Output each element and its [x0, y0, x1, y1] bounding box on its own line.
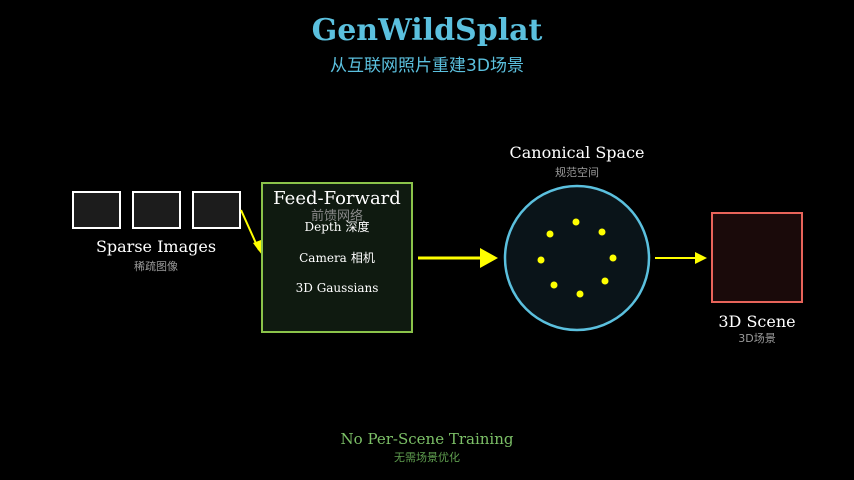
scene-frame [711, 212, 803, 303]
arrow-right-icon [240, 209, 262, 255]
canonical-space-label-zh: 规范空间 [555, 165, 599, 179]
canonical-space-label: Canonical Space [509, 143, 644, 162]
feed-forward-item: 3D Gaussians [296, 281, 379, 295]
gaussian-point [576, 290, 584, 298]
camera-label: Camera [299, 251, 347, 265]
feed-forward-item: Camera 相机 [299, 251, 375, 265]
gaussian-point [537, 256, 545, 264]
sparse-images-label: Sparse Images [96, 237, 216, 256]
canonical-space-group: Canonical Space 规范空间 [503, 143, 651, 332]
depth-label-zh: 深度 [345, 219, 369, 234]
feed-forward-title: Feed-Forward [273, 188, 401, 209]
gaussian-point [546, 230, 554, 238]
gaussian-point [572, 218, 580, 226]
gaussian-point [598, 228, 606, 236]
footer-note: No Per-Scene Training [341, 430, 514, 448]
sparse-images-label-zh: 稀疏图像 [134, 259, 178, 273]
gaussian-point [550, 281, 558, 289]
image-thumbnail [72, 191, 121, 229]
scene-label-zh: 3D场景 [738, 331, 775, 345]
scene-label: 3D Scene [718, 312, 795, 331]
gaussian-point [601, 277, 609, 285]
image-thumbnail [132, 191, 181, 229]
feed-forward-title-zh: 前馈网络 [311, 208, 363, 224]
canonical-space-circle [503, 184, 651, 332]
feed-forward-frame [261, 182, 413, 333]
page-subtitle: 从互联网照片重建3D场景 [330, 56, 524, 76]
scene-group: 3D Scene 3D场景 [711, 212, 803, 345]
arrow-right-icon [418, 248, 498, 268]
sparse-images-group: Sparse Images 稀疏图像 [72, 191, 241, 273]
gaussians-label: 3D Gaussians [296, 281, 379, 295]
gaussian-point [609, 254, 617, 262]
footer-note-zh: 无需场景优化 [394, 450, 460, 464]
camera-label-zh: 相机 [351, 251, 375, 265]
image-thumbnail [192, 191, 241, 229]
page-title: GenWildSplat [312, 13, 543, 48]
depth-label: Depth [305, 220, 342, 234]
arrow-right-icon [655, 252, 707, 264]
